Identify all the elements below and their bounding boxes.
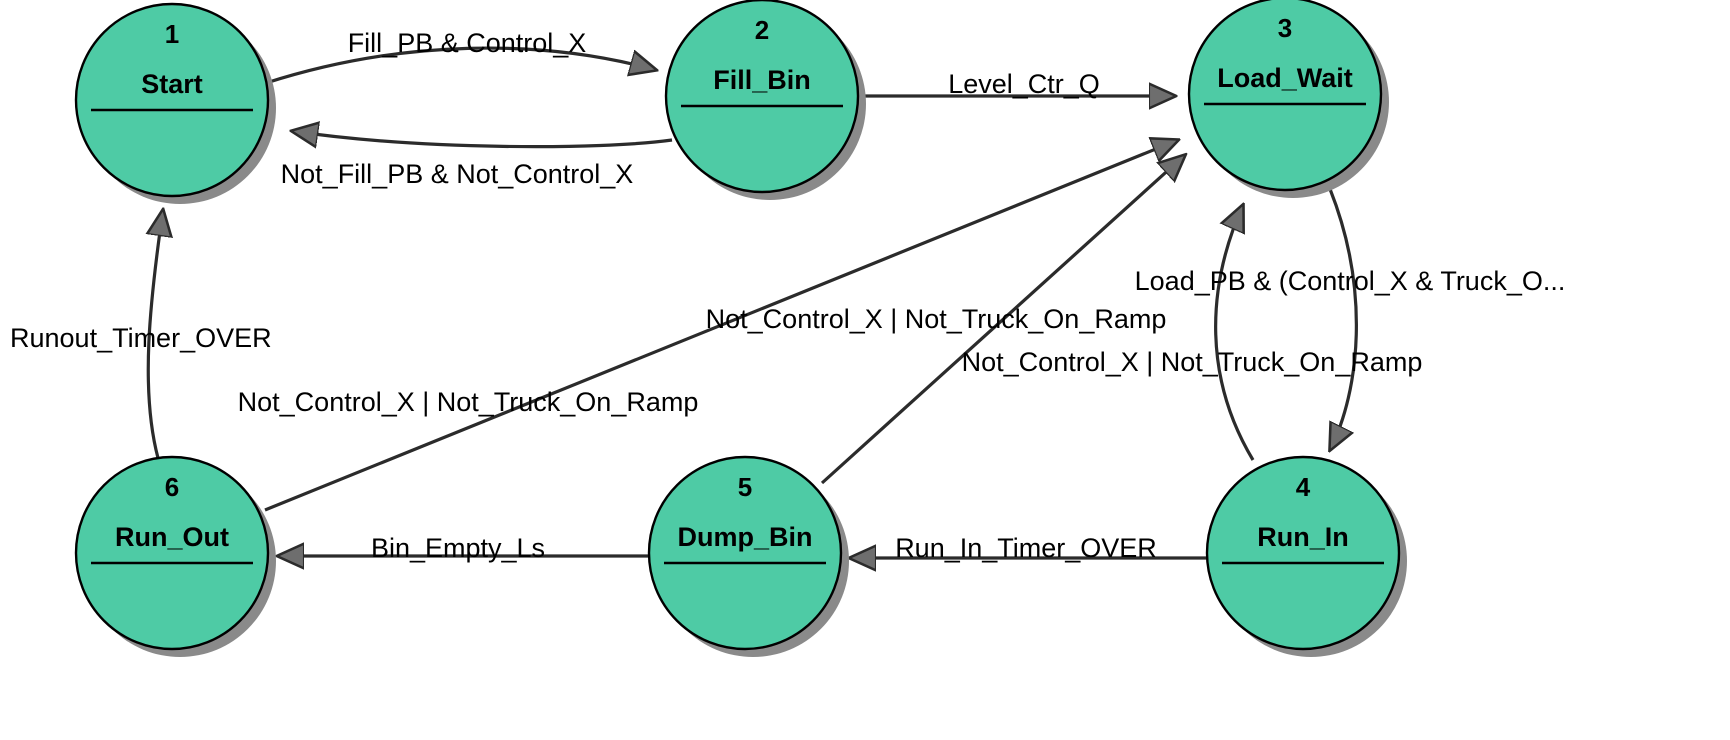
edge-label-bin-empty-ls: Bin_Empty_Ls: [371, 533, 545, 563]
edge-run-in-to-load-wait[interactable]: [1214, 205, 1255, 461]
state-number-run-out: 6: [165, 472, 179, 502]
state-body-dump-bin[interactable]: [647, 455, 843, 651]
state-body-load-wait[interactable]: [1187, 0, 1383, 192]
edge-label-runout-timer-over: Runout_Timer_OVER: [10, 323, 272, 353]
state-label-load-wait: Load_Wait: [1217, 63, 1353, 93]
state-number-dump-bin: 5: [738, 472, 752, 502]
state-node-run-in[interactable]: 4 Run_In: [1205, 455, 1407, 657]
state-number-run-in: 4: [1296, 472, 1311, 502]
state-label-dump-bin: Dump_Bin: [678, 522, 813, 552]
state-body-fill-bin[interactable]: [664, 0, 860, 194]
edge-run-out-to-load-wait[interactable]: [264, 140, 1178, 512]
state-number-load-wait: 3: [1278, 13, 1292, 43]
state-label-fill-bin: Fill_Bin: [713, 65, 811, 95]
edge-fill-bin-to-start[interactable]: [292, 131, 673, 147]
edge-label-load-pb-control-x-truck: Load_PB & (Control_X & Truck_O...: [1135, 266, 1566, 296]
edge-label-not-control-x-not-truck-on-ramp-run-in: Not_Control_X | Not_Truck_On_Ramp: [962, 347, 1423, 377]
states-layer: 1 Start 2 Fill_Bin 3 Load_Wait: [74, 0, 1407, 657]
edges-layer: [148, 46, 1358, 558]
edge-labels-layer: Fill_PB & Control_X Not_Fill_PB & Not_Co…: [10, 28, 1565, 563]
state-node-run-out[interactable]: 6 Run_Out: [74, 455, 276, 657]
edge-label-fill-pb-control-x: Fill_PB & Control_X: [348, 28, 587, 58]
state-label-run-out: Run_Out: [115, 522, 229, 552]
edge-label-level-ctr-q: Level_Ctr_Q: [948, 69, 1100, 99]
edge-label-not-fill-pb-not-control-x: Not_Fill_PB & Not_Control_X: [281, 159, 634, 189]
state-node-fill-bin[interactable]: 2 Fill_Bin: [664, 0, 866, 200]
state-label-start: Start: [141, 69, 203, 99]
state-node-load-wait[interactable]: 3 Load_Wait: [1187, 0, 1389, 198]
edge-label-not-control-x-not-truck-on-ramp-run-out: Not_Control_X | Not_Truck_On_Ramp: [238, 387, 699, 417]
state-number-fill-bin: 2: [755, 15, 769, 45]
state-body-run-in[interactable]: [1205, 455, 1401, 651]
edge-load-wait-to-run-in[interactable]: [1330, 188, 1358, 450]
edge-run-out-to-start[interactable]: [148, 210, 163, 459]
state-node-dump-bin[interactable]: 5 Dump_Bin: [647, 455, 849, 657]
state-body-start[interactable]: [74, 2, 270, 198]
edge-label-not-control-x-not-truck-on-ramp-dump-bin: Not_Control_X | Not_Truck_On_Ramp: [706, 304, 1167, 334]
state-label-run-in: Run_In: [1257, 522, 1349, 552]
state-number-start: 1: [165, 19, 179, 49]
state-body-run-out[interactable]: [74, 455, 270, 651]
edge-start-to-fill-bin[interactable]: [265, 46, 656, 85]
state-node-start[interactable]: 1 Start: [74, 2, 276, 204]
edge-label-run-in-timer-over: Run_In_Timer_OVER: [895, 533, 1157, 563]
edge-dump-bin-to-load-wait[interactable]: [820, 155, 1185, 485]
